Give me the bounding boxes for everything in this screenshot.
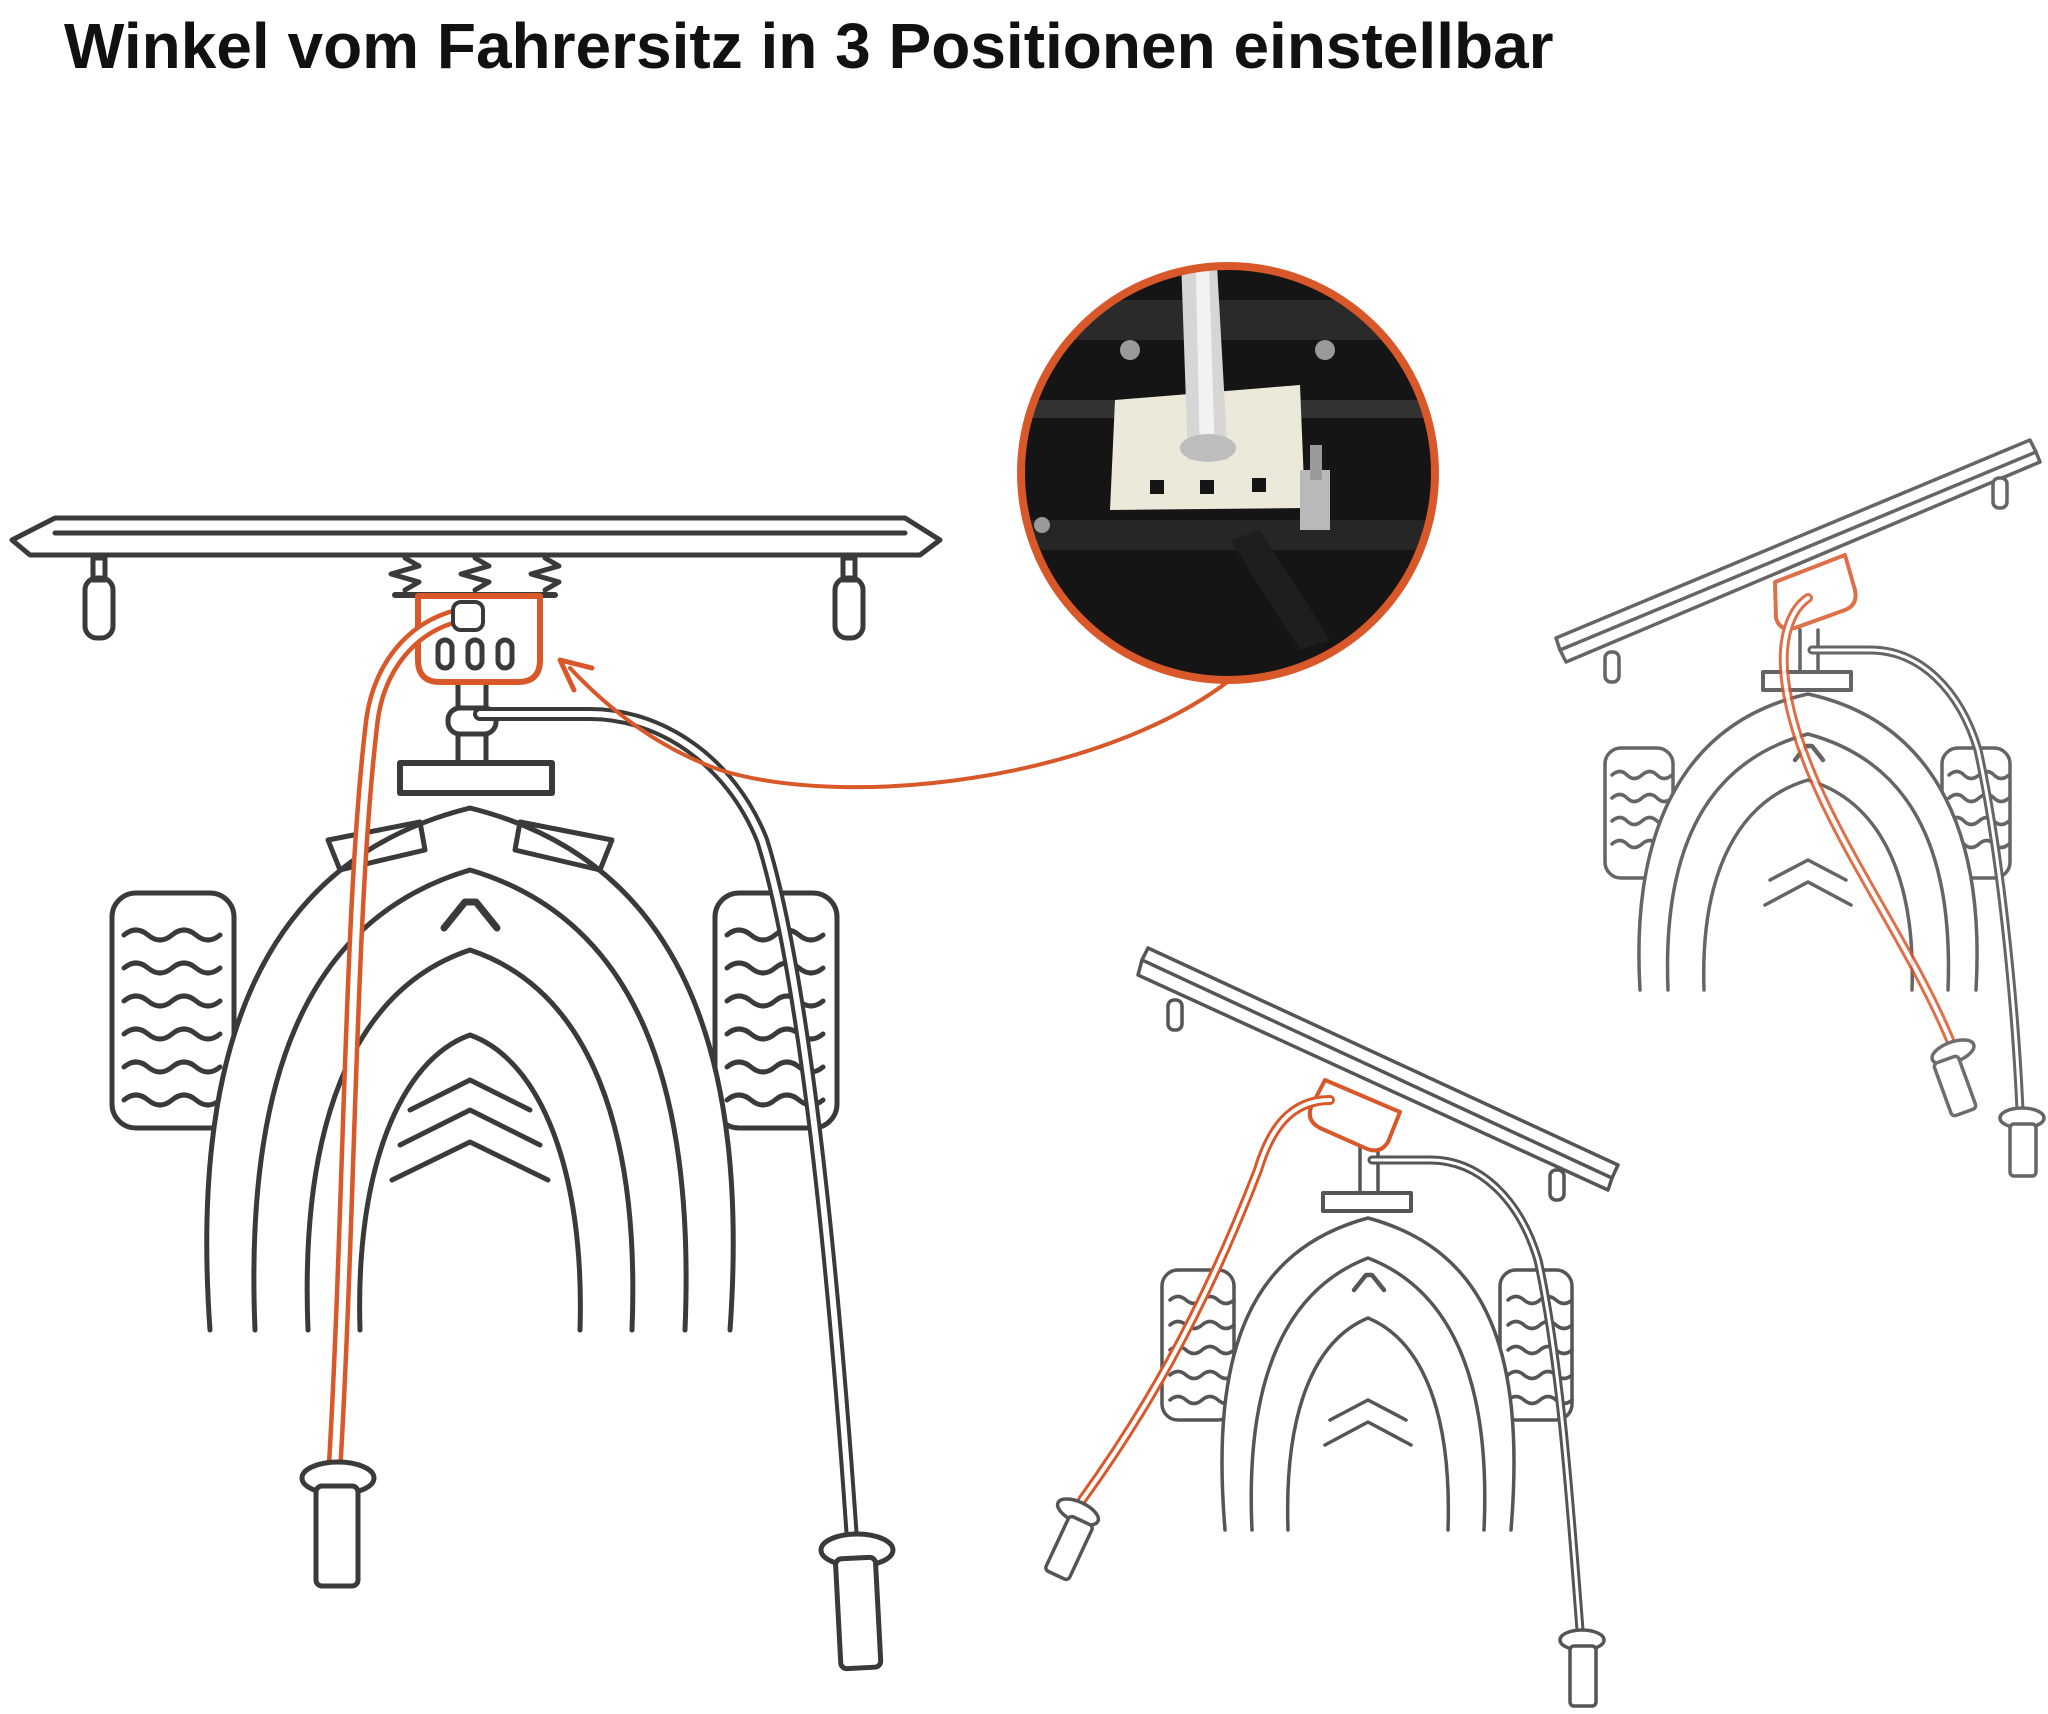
kart-position-upright [9,515,943,1672]
seat-post [397,680,555,796]
bracket-highlight-steep [1044,1078,1402,1582]
seat-rail [9,515,943,641]
seat-bracket-highlight [299,593,543,1589]
bracket-photo-zoom [1017,262,1439,684]
page-title: Winkel vom Fahrersitz in 3 Positionen ei… [64,10,1554,82]
kart-position-reclined-steep [1136,946,1620,1708]
rear-wheel-right [712,890,840,1131]
kart-body [204,805,736,1333]
bracket-highlight-shallow [1773,553,1978,1118]
zoom-pointer-arrow [557,657,1232,790]
lever-rod-grey [473,707,896,1672]
kart-position-reclined-shallow [1554,438,2046,1178]
rear-wheel-left [109,890,237,1131]
